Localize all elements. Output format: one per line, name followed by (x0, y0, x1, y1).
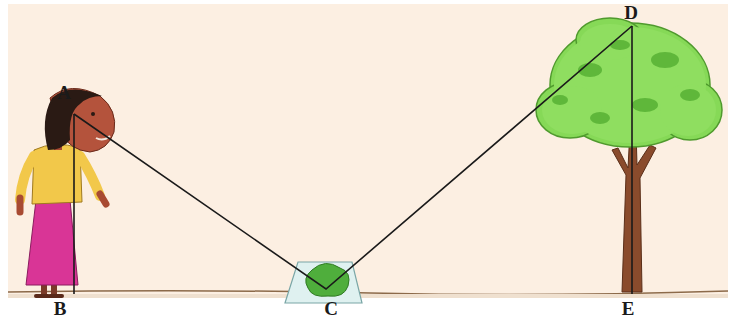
tree-crown-fill (580, 24, 640, 60)
girl-feet (36, 294, 62, 298)
tree-crown-fill (542, 86, 602, 134)
height-line-ab (73, 114, 75, 294)
point-label: A (57, 83, 71, 102)
tree-trunk (612, 130, 656, 292)
background-panel (8, 4, 728, 298)
girl-skirt (26, 200, 78, 285)
girl-hand (100, 194, 106, 204)
ray-path (74, 26, 632, 289)
ground-strip (8, 294, 728, 298)
height-line-de (631, 26, 633, 294)
point-label: E (622, 299, 635, 318)
sight-lines (74, 26, 632, 294)
tree (536, 18, 722, 292)
point-label: D (624, 3, 638, 22)
girl (20, 88, 115, 296)
tree-crown-fill (660, 84, 716, 136)
girl-sleeve (80, 156, 100, 196)
point-label: B (54, 299, 67, 318)
girl-sleeve (20, 156, 34, 200)
girl-hand (17, 198, 24, 212)
girl-eye (91, 112, 95, 116)
leaf-shading (552, 40, 700, 124)
point-label: C (324, 299, 338, 318)
